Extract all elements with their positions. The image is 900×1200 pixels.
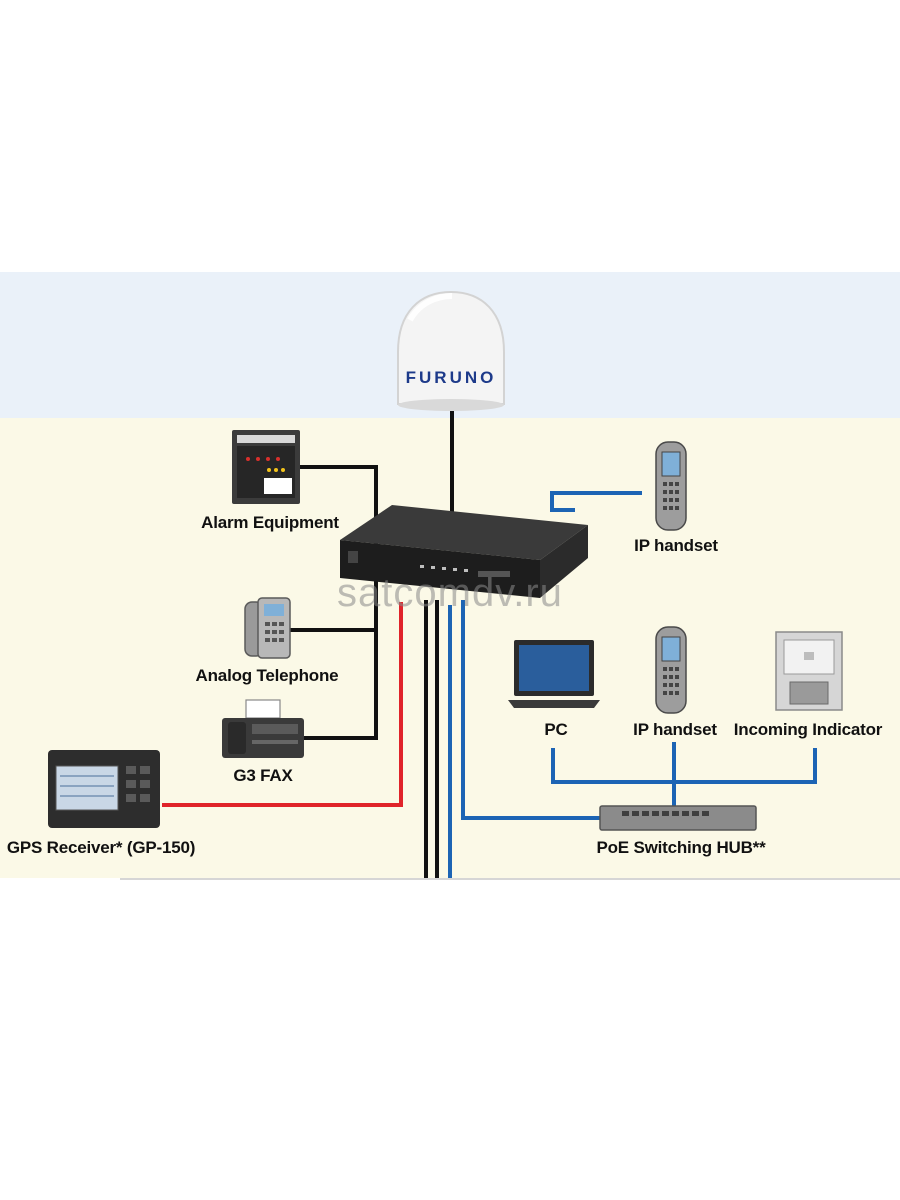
alarm-equipment-icon (232, 430, 300, 504)
gps-cable (162, 602, 403, 807)
hub-devices-cable (551, 742, 817, 806)
ip-handset-icon-2 (655, 626, 687, 714)
label-poe-switching-hub: PoE Switching HUB** (596, 838, 766, 857)
alarm-cable (300, 465, 378, 740)
ip-handset-icon (655, 441, 687, 531)
label-alarm-equipment: Alarm Equipment (201, 513, 339, 532)
label-g3-fax: G3 FAX (233, 766, 293, 785)
incoming-indicator-icon (775, 631, 843, 711)
label-pc: PC (544, 720, 567, 739)
label-analog-telephone: Analog Telephone (196, 666, 339, 685)
laptop-pc-icon (508, 640, 600, 708)
label-ip-handset-top: IP handset (634, 536, 718, 555)
gps-receiver-icon (48, 750, 160, 828)
unit-status-leds-icon (420, 565, 468, 572)
hub-cable (461, 600, 603, 820)
label-incoming-indicator: Incoming Indicator (734, 720, 883, 739)
label-ip-handset-bottom: IP handset (633, 720, 717, 739)
analog-telephone-icon (244, 597, 291, 659)
label-gps-receiver: GPS Receiver* (GP-150) (7, 838, 195, 857)
antenna-brand: FURUNO (406, 368, 497, 387)
cables (162, 400, 817, 878)
communication-unit (340, 505, 588, 598)
poe-switching-hub-icon (599, 805, 757, 831)
fax-machine-icon (222, 699, 304, 758)
watermark: satcomdv.ru (337, 571, 563, 615)
ip-handset-cable (550, 491, 642, 512)
satellite-antenna: FURUNO (397, 290, 505, 411)
